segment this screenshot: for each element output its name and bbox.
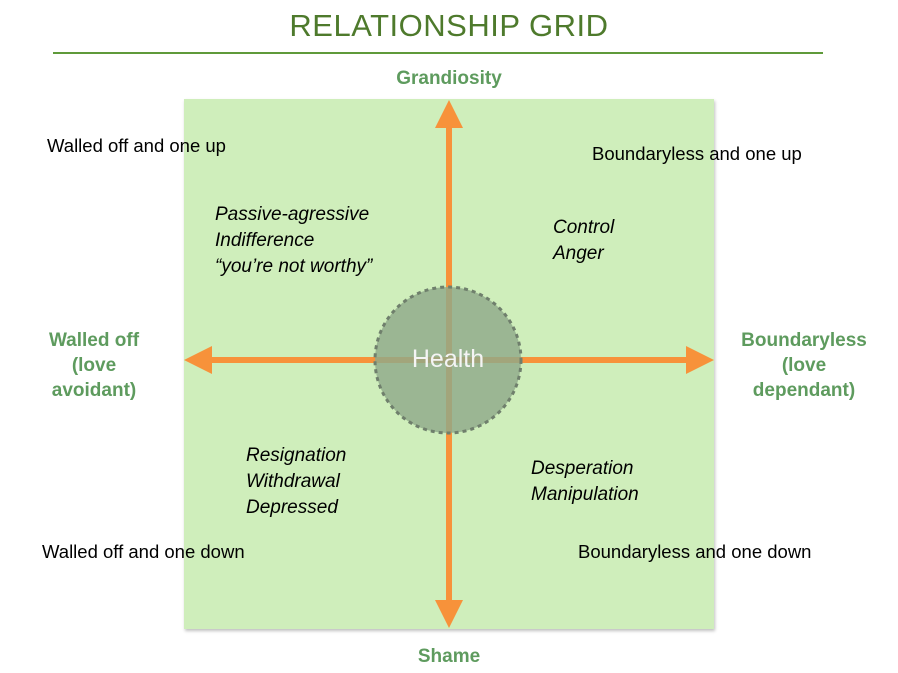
health-label: Health	[411, 345, 485, 373]
quadrant-item: Depressed	[246, 497, 338, 518]
axis-label-right-line: dependant)	[752, 380, 856, 401]
axis-label-left-line: Walled off	[48, 330, 140, 351]
title-divider	[53, 52, 823, 54]
axis-label-left: Walled off (love avoidant)	[14, 328, 174, 403]
axis-label-left-line: avoidant)	[51, 380, 137, 401]
axis-label-top: Grandiosity	[396, 68, 502, 89]
arrow-left-icon	[184, 346, 212, 374]
health-circle	[373, 285, 523, 435]
corner-label-top-left: Walled off and one up	[47, 135, 226, 156]
quadrant-item: Passive-agressive	[215, 204, 370, 225]
corner-label-top-right: Boundaryless and one up	[592, 143, 802, 164]
quadrant-item: Withdrawal	[246, 471, 340, 492]
corner-label-bottom-right: Boundaryless and one down	[578, 541, 812, 562]
arrow-right-icon	[686, 346, 714, 374]
axis-label-bottom: Shame	[417, 646, 481, 667]
axis-label-left-line: (love	[71, 355, 117, 376]
arrow-down-icon	[435, 600, 463, 628]
quadrant-item: “you’re not worthy”	[215, 256, 373, 277]
quadrant-top-left: Passive-agressive Indifference “you’re n…	[215, 202, 372, 280]
quadrant-item: Anger	[553, 243, 604, 264]
axis-label-right-line: Boundaryless	[741, 330, 867, 351]
quadrant-bottom-left: Resignation Withdrawal Depressed	[246, 443, 346, 521]
quadrant-item: Manipulation	[531, 484, 639, 505]
corner-label-bottom-left: Walled off and one down	[42, 541, 245, 562]
quadrant-item: Resignation	[246, 445, 347, 466]
quadrant-bottom-right: Desperation Manipulation	[531, 456, 639, 508]
axis-label-right-line: (love	[781, 355, 827, 376]
quadrant-item: Indifference	[215, 230, 315, 251]
arrow-up-icon	[435, 100, 463, 128]
page-title: RELATIONSHIP GRID	[289, 8, 609, 43]
axis-label-right: Boundaryless (love dependant)	[722, 328, 886, 403]
quadrant-item: Desperation	[531, 458, 634, 479]
quadrant-item: Control	[553, 217, 615, 238]
quadrant-top-right: Control Anger	[553, 215, 614, 267]
